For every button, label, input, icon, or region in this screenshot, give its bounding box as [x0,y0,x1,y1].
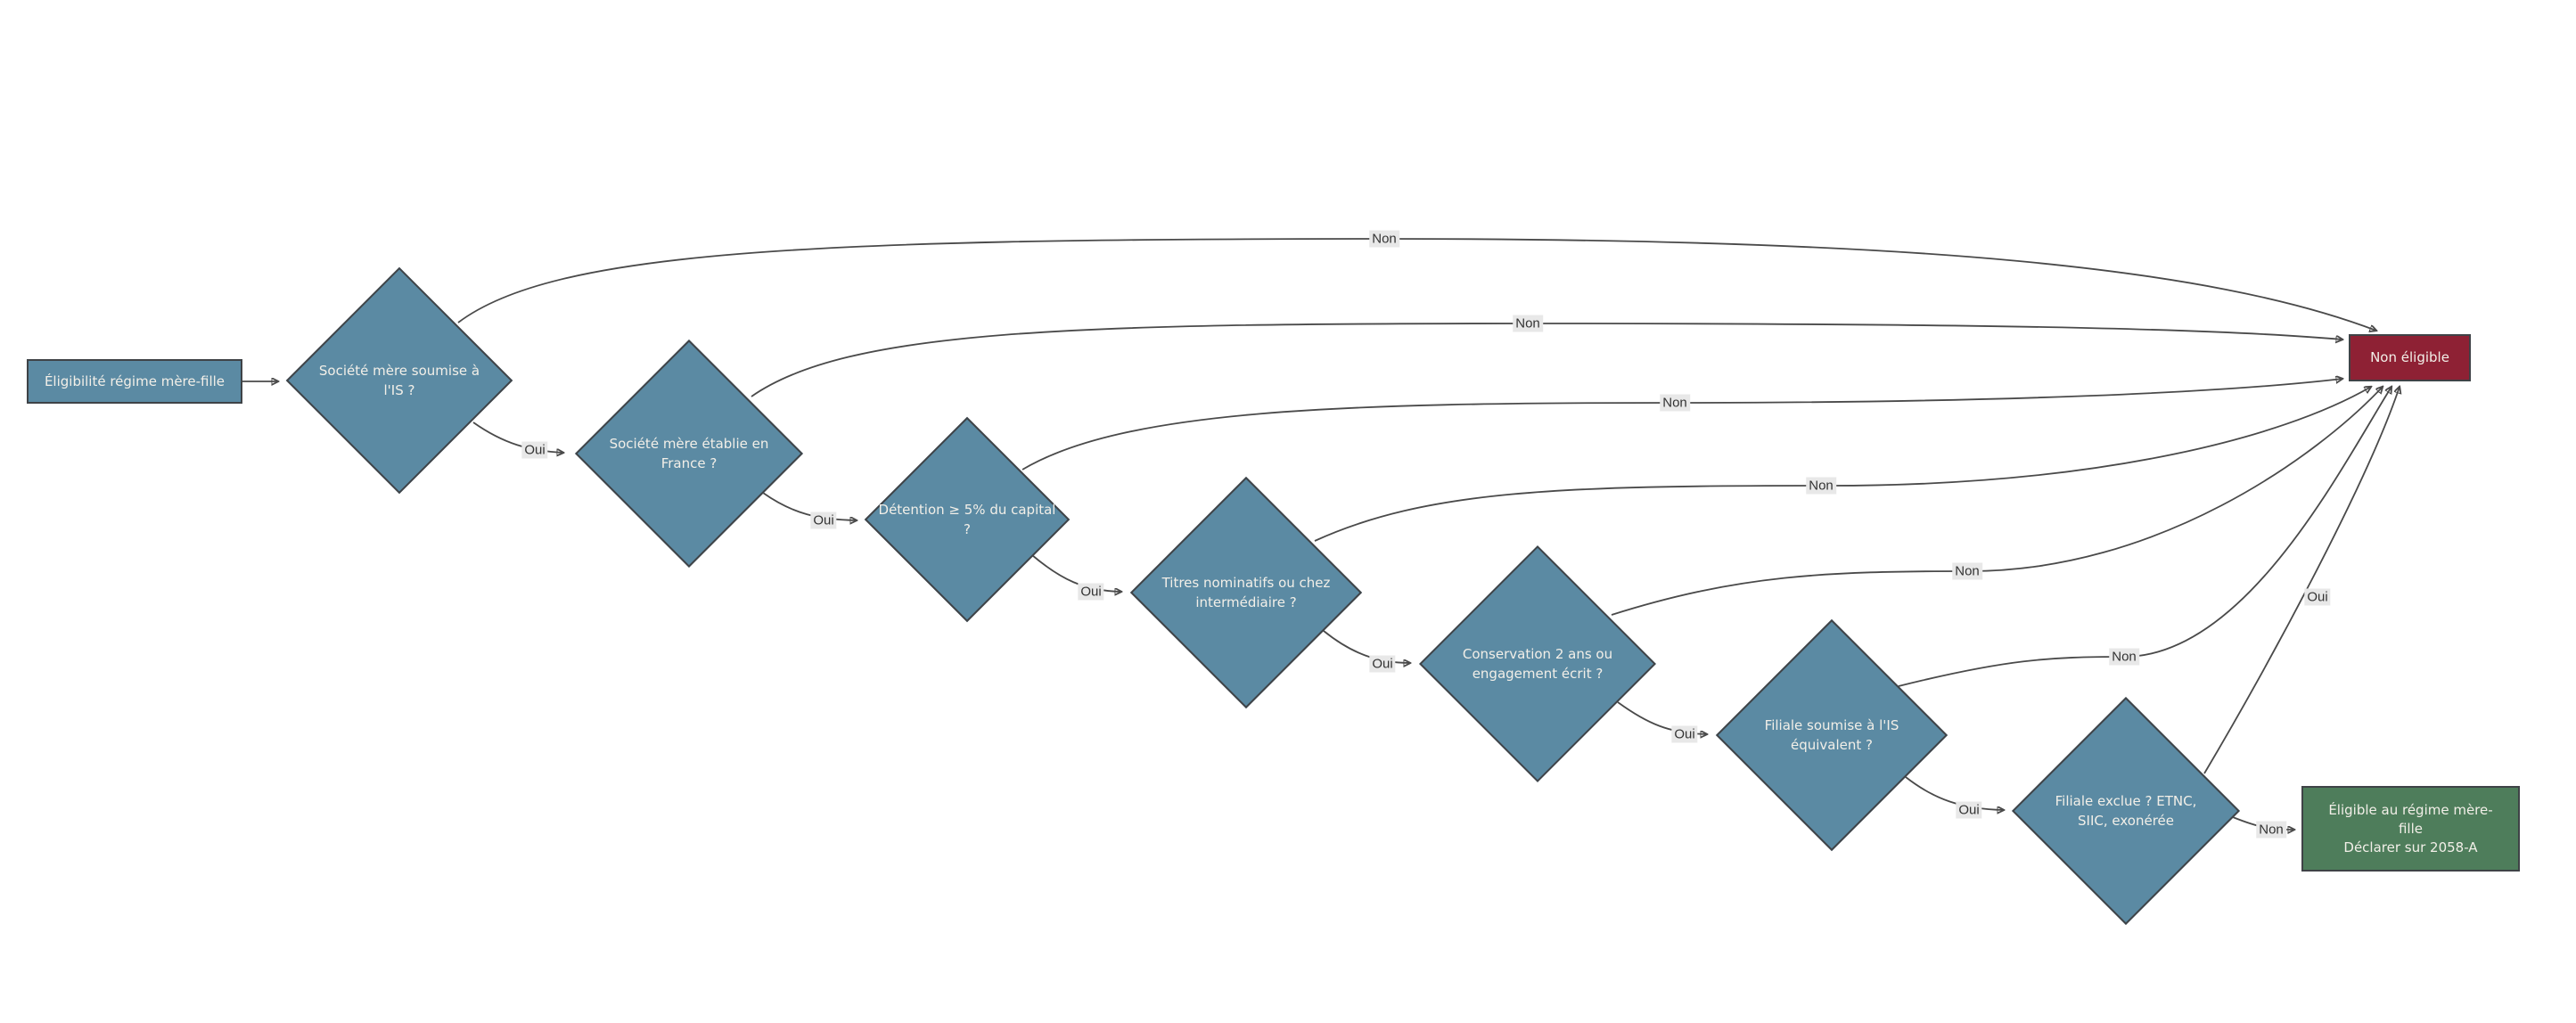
edge-label-non-1: Non [1369,230,1399,248]
decision-titres-nominatifs: Titres nominatifs ou chez intermédiaire … [1129,476,1363,709]
decision-label: Titres nominatifs ou chez intermédiaire … [1161,574,1331,611]
node-non-eligible: Non éligible [2349,334,2471,381]
edge-label-non-3: Non [1660,394,1690,412]
decision-societe-mere-etablie-france: Société mère établie en France ? [575,340,803,568]
edge-q_detention-not_eligible [1021,379,2342,471]
edge-q_conservation-not_eligible [1611,387,2383,616]
edge-label-oui-4: Oui [1369,655,1396,673]
decision-label: Conservation 2 ans ou engagement écrit ? [1462,645,1613,683]
edge-q_filiale_is-q_exclue [1905,776,2004,810]
decision-label: Société mère soumise à l'IS ? [318,362,480,399]
decision-label: Filiale soumise à l'IS équivalent ? [1764,716,1899,754]
decision-conservation-2-ans: Conservation 2 ans ou engagement écrit ? [1419,545,1656,782]
edge-q_titres-q_conservation [1323,630,1410,663]
edge-label-oui-6: Oui [1956,801,1982,819]
node-start: Éligibilité régime mère-fille [27,359,242,404]
edge-q_detention-q_titres [1031,554,1121,592]
decision-label: Filiale exclue ? ETNC, SIIC, exonérée [2055,792,2197,830]
edge-label-non-7: Non [2256,821,2286,839]
edge-q_france-not_eligible [751,323,2342,397]
edge-label-non-2: Non [1513,315,1543,332]
decision-societe-mere-soumise-is: Société mère soumise à l'IS ? [285,266,513,495]
edge-q_exclue-not_eligible [2203,387,2400,774]
edge-label-non-4: Non [1806,477,1836,495]
edge-q_titres-not_eligible [1314,387,2371,542]
edge-q_is-q_france [472,421,563,453]
decision-detention-5pct-capital: Détention ≥ 5% du capital ? [864,416,1071,623]
node-eligible-line2: Déclarer sur 2058-A [2343,839,2478,855]
edge-label-non-6: Non [2109,648,2139,666]
edge-label-oui-5: Oui [1671,725,1698,743]
decision-label: Détention ≥ 5% du capital ? [878,501,1056,538]
edge-q_filiale_is-not_eligible [1898,387,2391,687]
decision-label: Société mère établie en France ? [609,435,769,472]
edge-q_is-not_eligible [457,238,2376,331]
edge-q_france-q_detention [762,492,857,520]
edge-label-non-5: Non [1952,562,1982,580]
edge-label-oui-7: Oui [2304,588,2331,606]
node-start-label: Éligibilité régime mère-fille [44,372,226,389]
edge-label-oui-3: Oui [1078,583,1104,601]
node-eligible: Éligible au régime mère-fille Déclarer s… [2301,786,2520,872]
node-eligible-line1: Éligible au régime mère-fille [2328,801,2493,837]
decision-filiale-soumise-is-equivalent: Filiale soumise à l'IS équivalent ? [1715,618,1948,852]
decision-filiale-exclue: Filiale exclue ? ETNC, SIIC, exonérée [2012,697,2240,925]
edge-label-oui-2: Oui [810,512,837,529]
node-non-eligible-label: Non éligible [2370,349,2449,365]
edge-label-oui-1: Oui [521,441,548,459]
